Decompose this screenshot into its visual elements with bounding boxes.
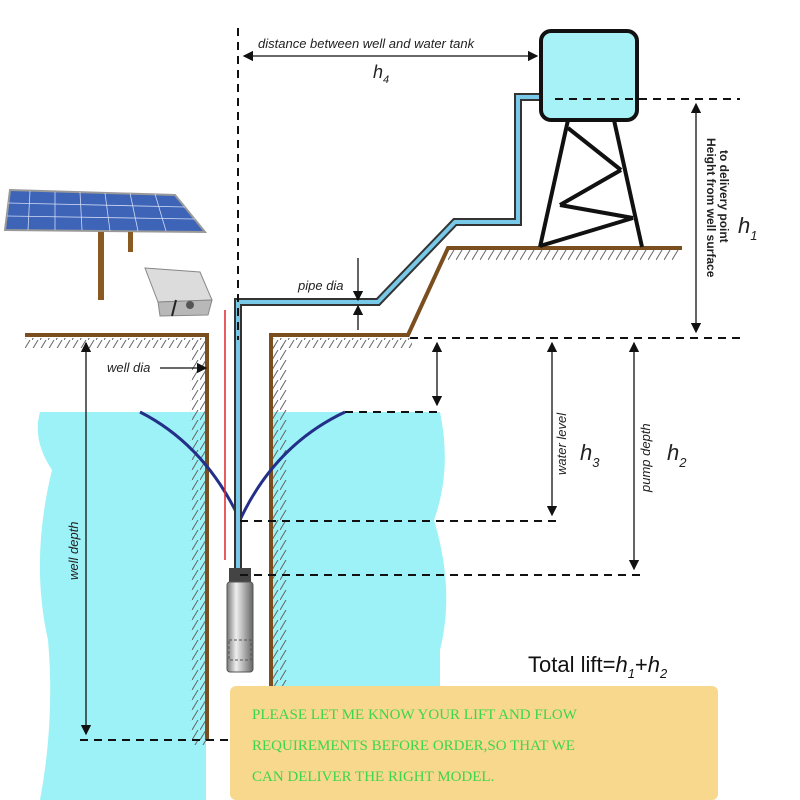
water-level-label: water level [554, 412, 569, 475]
solar-panel [3, 188, 208, 300]
h4-label: h4 [373, 62, 389, 86]
pipe-dia-label: pipe dia [297, 278, 344, 293]
well-depth-label: well depth [66, 521, 81, 580]
well-wall-hatch-right [272, 345, 288, 745]
pump-controller [144, 267, 213, 317]
ground-hatch-left [25, 338, 207, 348]
h1-label: h1 [738, 213, 757, 243]
water-left [37, 412, 206, 800]
h2-label: h2 [667, 440, 687, 470]
water-tank [538, 29, 644, 248]
submersible-pump [226, 568, 254, 673]
pump-depth-label: pump depth [638, 423, 653, 493]
order-notice: PLEASE LET ME KNOW YOUR LIFT AND FLOW RE… [230, 686, 718, 800]
tank-tower [538, 119, 644, 248]
well-wall-hatch-left [190, 345, 206, 745]
reference-dash-lines [80, 28, 740, 741]
h1-caption-line2: to delivery point [717, 150, 731, 243]
notice-line-1: PLEASE LET ME KNOW YOUR LIFT AND FLOW [252, 707, 577, 723]
notice-line-2: REQUIREMENTS BEFORE ORDER,SO THAT WE [252, 738, 575, 754]
h1-caption-line1: Height from well surface [704, 138, 718, 278]
well-dia-label: well dia [107, 360, 150, 375]
notice-line-3: CAN DELIVER THE RIGHT MODEL. [252, 769, 495, 785]
h1-caption: Height from well surface to delivery poi… [704, 138, 731, 278]
dimension-arrows [80, 50, 702, 736]
h4-caption: distance between well and water tank [258, 36, 476, 51]
total-lift-formula: Total lift=h1+h2 [528, 652, 668, 681]
h3-label: h3 [580, 440, 600, 470]
ground-hatch-middle [272, 338, 412, 348]
ground-hatch-upper [448, 250, 680, 260]
